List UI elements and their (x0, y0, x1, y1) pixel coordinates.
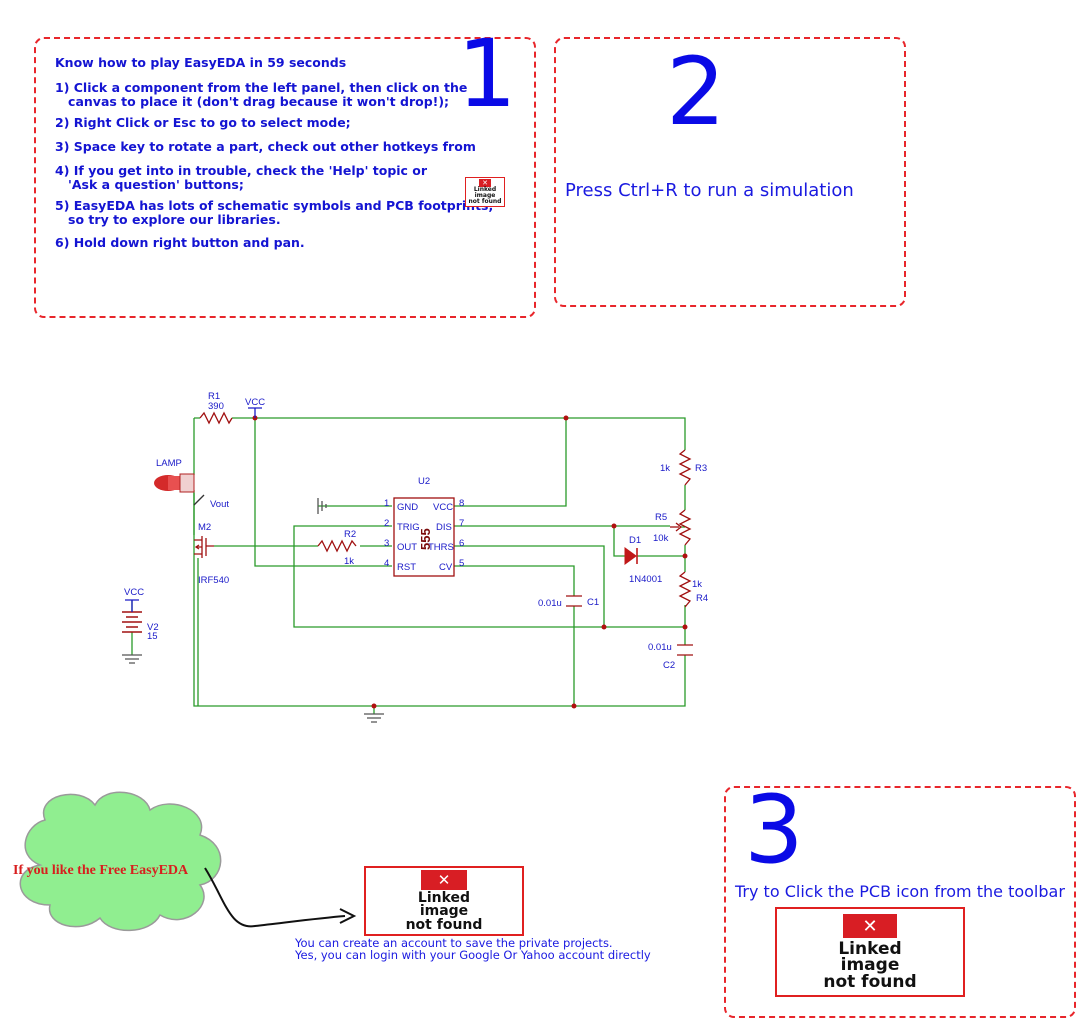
pcb-panel (724, 786, 1076, 1018)
c1-value: 0.01u (538, 598, 562, 609)
account-note-line2: Yes, you can login with your Google Or Y… (295, 948, 651, 962)
chip-label: 555 (418, 528, 433, 550)
pin-trig: TRIG (397, 522, 420, 533)
vcc-source-label: VCC (124, 587, 144, 598)
r2-label: R2 (344, 529, 356, 540)
v2-label: V2 (147, 622, 159, 633)
simulation-hint: Press Ctrl+R to run a simulation (565, 180, 854, 201)
tip-item: 4) If you get into in trouble, check the… (55, 163, 428, 192)
pin-4: 4 (384, 558, 389, 569)
step-number-1: 1 (457, 20, 517, 129)
x-icon: ✕ (843, 914, 897, 939)
vcc-top-label: VCC (245, 397, 265, 408)
vcc-symbols (125, 407, 262, 612)
c2-value: 0.01u (648, 642, 672, 653)
broken-image-text: Linked image not found (823, 939, 917, 992)
capacitor-c2[interactable] (677, 644, 693, 656)
cloud-shape (19, 791, 222, 932)
mosfet-m2[interactable] (194, 536, 214, 558)
broken-image-text: Linked image not found (468, 186, 502, 205)
lamp[interactable] (154, 473, 195, 493)
pin-1: 1 (384, 498, 389, 509)
c2-label: C2 (663, 660, 675, 671)
r1-value: 390 (208, 401, 224, 412)
broken-image-small: ✕ Linked image not found (465, 177, 505, 207)
diode-d1[interactable] (624, 547, 638, 565)
u2-label: U2 (418, 476, 430, 487)
r2-value: 1k (344, 556, 354, 567)
pin-rst: RST (397, 562, 416, 573)
lamp-label: LAMP (156, 458, 182, 469)
wires (131, 417, 686, 714)
pin-vcc: VCC (433, 502, 453, 513)
pin-2: 2 (384, 518, 389, 529)
ground-symbols (122, 498, 384, 723)
pin-thrs: THRS (428, 542, 454, 553)
potentiometer-r5[interactable] (678, 509, 692, 546)
m2-value: IRF540 (198, 575, 229, 586)
components (122, 411, 693, 656)
r5-value: 10k (653, 533, 669, 544)
step-number-3: 3 (744, 776, 804, 885)
pin-3: 3 (384, 538, 389, 549)
pin-6: 6 (459, 538, 464, 549)
resistor-r3[interactable] (678, 449, 692, 486)
battery-v2[interactable] (122, 611, 142, 633)
tip-item: 2) Right Click or Esc to go to select mo… (55, 115, 351, 130)
m2-label: M2 (198, 522, 211, 533)
pcb-hint: Try to Click the PCB icon from the toolb… (735, 882, 1065, 901)
broken-image-account: ✕ Linked image not found (364, 866, 524, 936)
r3-value: 1k (660, 463, 670, 474)
pin-5: 5 (459, 558, 464, 569)
ic-555[interactable] (393, 497, 455, 577)
account-note-line1: You can create an account to save the pr… (295, 936, 613, 950)
tip-item: 1) Click a component from the left panel… (55, 80, 468, 109)
resistor-r2[interactable] (317, 539, 360, 553)
r3-label: R3 (695, 463, 707, 474)
vout-label: Vout (210, 499, 229, 510)
pin-cv: CV (439, 562, 453, 573)
r5-label: R5 (655, 512, 667, 523)
resistor-r1[interactable] (199, 411, 233, 425)
pin-out: OUT (397, 542, 417, 553)
r1-label: R1 (208, 391, 220, 402)
broken-image-pcb: ✕ Linked image not found (775, 907, 965, 997)
tip-item: 5) EasyEDA has lots of schematic symbols… (55, 198, 494, 227)
arrow-line (204, 867, 346, 928)
vout-marker (193, 494, 205, 506)
pin-7: 7 (459, 518, 464, 529)
pin-gnd: GND (397, 502, 418, 513)
d1-label: D1 (629, 535, 641, 546)
d1-value: 1N4001 (629, 574, 662, 585)
c1-label: C1 (587, 597, 599, 608)
x-icon: ✕ (421, 870, 467, 891)
simulation-panel (554, 37, 906, 307)
broken-image-text: Linked image not found (405, 890, 483, 933)
capacitor-c1[interactable] (566, 595, 582, 607)
pin-8: 8 (459, 498, 464, 509)
junctions (252, 415, 688, 709)
tips-heading: Know how to play EasyEDA in 59 seconds (55, 55, 347, 70)
r4-value: 1k (692, 579, 702, 590)
pin-dis: DIS (436, 522, 452, 533)
step-number-2: 2 (666, 38, 726, 147)
resistor-r4[interactable] (678, 571, 692, 608)
r4-label: R4 (696, 593, 708, 604)
x-icon: ✕ (479, 179, 491, 188)
arrow-head (339, 908, 357, 924)
tip-item: 3) Space key to rotate a part, check out… (55, 139, 476, 154)
v2-value: 15 (147, 631, 158, 642)
tip-item: 6) Hold down right button and pan. (55, 235, 305, 250)
tips-panel (34, 37, 536, 318)
cloud-text: If you like the Free EasyEDA (13, 863, 189, 878)
